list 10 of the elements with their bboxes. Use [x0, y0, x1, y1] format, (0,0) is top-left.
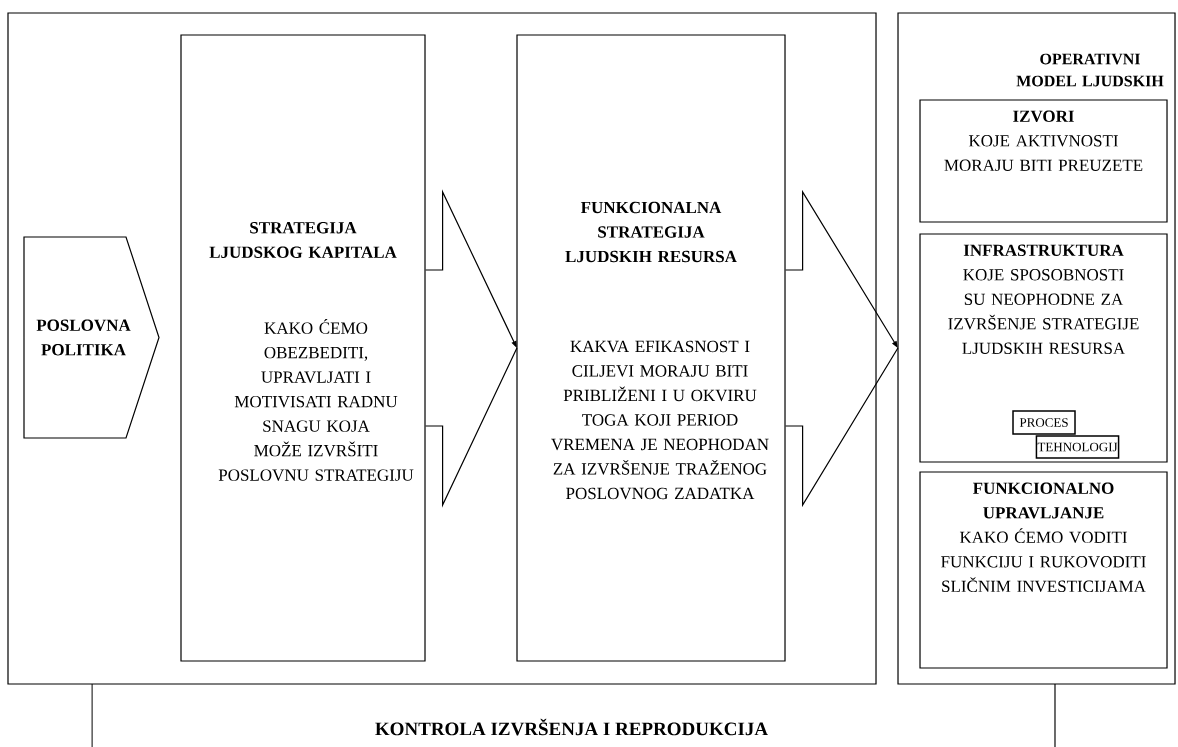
strategy-box: STRATEGIJA LJUDSKOG KAPITALA KAKO ĆEMO OBEZBEDITI, UPRAVLJATI I MOTIVISATI RADNU SNAGU KOJA MOŽE IZVRŠITI POSLOVNU STRATEGIJU [180, 34, 426, 662]
strategy-box: FUNKCIONALNA STRATEGIJA LJUDSKIH RESURSA KAKVA EFIKASNOST I CILJEVI MORAJU BITI PRIBLIŽENI I U OKVIRU TOGA KOJI PERIOD VREMENA JE NEOPHODAN ZA IZVRŠENJE TRAŽENOG POSLOVNOG ZADATKA [516, 34, 786, 662]
text-box: IZVORI KOJE AKTIVNOSTI MORAJU BITI PREUZETE [919, 99, 1168, 223]
block-arrow [425, 189, 518, 508]
frame [7, 12, 877, 685]
tag-box: TEHNOLOGIJ [1035, 435, 1120, 459]
tag-box: PROCES [1012, 410, 1076, 435]
bracket-box: KONTROLA IZVRŠENJA I REPRODUKCIJA [91, 683, 1056, 747]
text-box: FUNKCIONALNO UPRAVLJANJE KAKO ĆEMO VODITI FUNKCIJU I RUKOVODITI SLIČNIM INVESTICIJAMA [919, 471, 1168, 669]
block-arrow [785, 189, 899, 508]
